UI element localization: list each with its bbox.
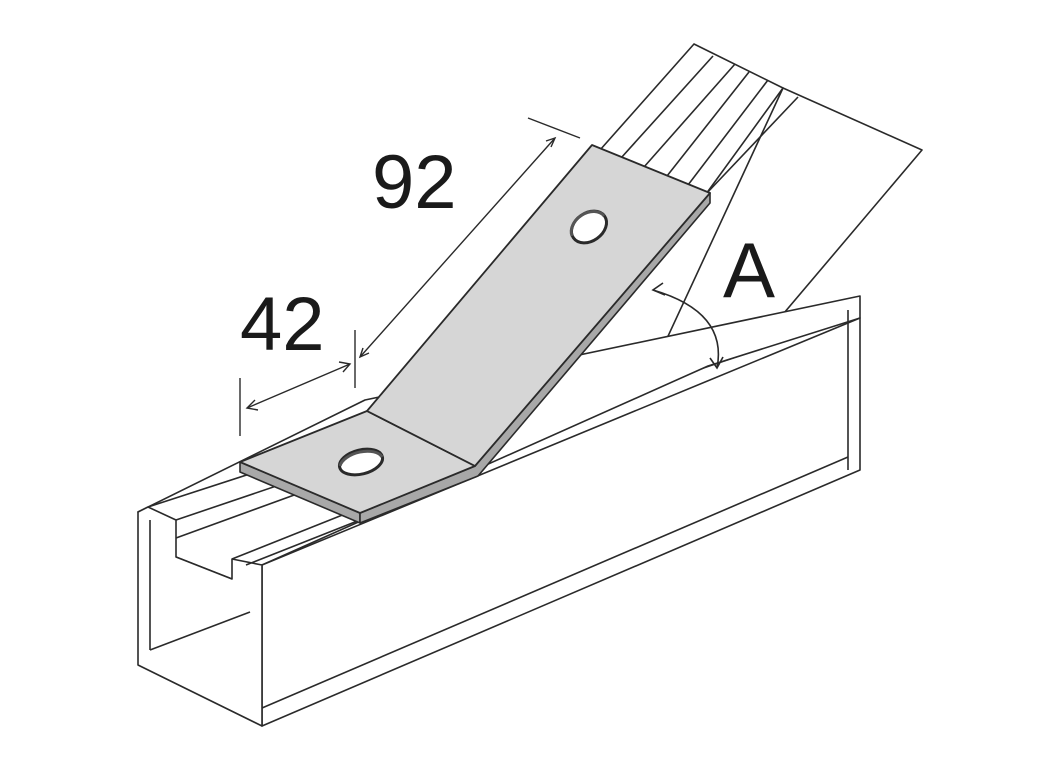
inclined-channel-lip-line [705,96,799,195]
dimension-line [359,137,556,358]
length-dimension-label: 92 [372,140,457,225]
channel-inner-floor-line [149,611,251,651]
bracket-bend-line [366,410,476,467]
bracket-hole [337,447,385,477]
channel-end-face [137,506,263,727]
inclined-channel [599,43,923,389]
inclined-channel-slot-line [620,55,714,159]
dimension-arrowhead [338,361,352,373]
dimension-arrowhead [545,136,557,148]
dimension-arrowhead [358,347,370,359]
inclined-channel-slot-line [687,79,769,186]
channel-slot-line [147,469,263,508]
angled-bracket-plate [239,144,711,524]
angle-arc [652,289,720,369]
channel-slot-line [231,507,361,560]
angle-arrowhead [709,356,724,370]
bracket-hole [569,209,609,245]
inclined-channel-slot-line [643,63,736,168]
angle-arrowhead [651,282,666,296]
dimension-extension-line [527,117,581,139]
dimension-92 [358,117,581,359]
dimension-42 [239,330,356,436]
channel-slot-line [245,515,371,566]
width-dimension-label: 42 [240,282,325,367]
channel-side-inner-line [261,456,849,709]
angle-label: A [723,226,775,314]
dimension-line [246,363,351,409]
inclined-channel-slot-line [666,71,750,177]
dimension-arrowhead [245,399,259,411]
angle-indicator [651,282,724,370]
